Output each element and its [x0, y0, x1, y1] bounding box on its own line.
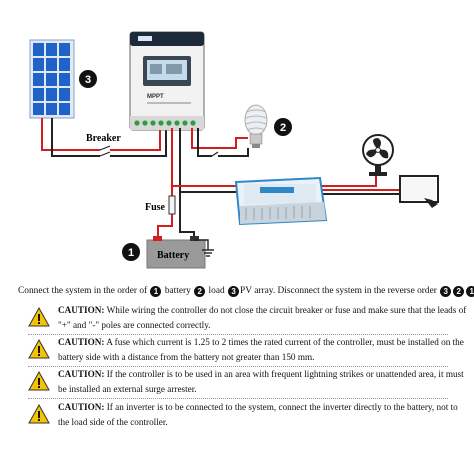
divider	[28, 366, 448, 367]
caution-title: CAUTION:	[58, 369, 105, 379]
caution-title: CAUTION:	[58, 305, 105, 315]
svg-text:2: 2	[280, 122, 286, 134]
caution-item: CAUTION: While wiring the controller do …	[28, 303, 468, 333]
warning-icon	[28, 371, 50, 391]
reverse-marker-1: 1	[466, 286, 474, 297]
inverter-wires	[172, 176, 410, 195]
divider	[28, 334, 448, 335]
caution-text: CAUTION: If an inverter is to be connect…	[58, 400, 468, 430]
caution-text: CAUTION: While wiring the controller do …	[58, 303, 468, 333]
lamp-icon	[244, 104, 268, 148]
caution-body: If an inverter is to be connected to the…	[58, 402, 458, 427]
marker-load: 2	[274, 118, 292, 136]
marker-pv-array: 3	[79, 70, 97, 88]
marker-battery: 1	[122, 243, 140, 261]
caution-body: If the controller is to be used in an ar…	[58, 369, 464, 394]
caution-title: CAUTION:	[58, 337, 105, 347]
breaker-icon	[99, 145, 111, 157]
connection-order-instructions: Connect the system in the order of 1 bat…	[18, 284, 474, 298]
instructions-part1: Connect the system in the order of	[18, 286, 148, 296]
instructions-load: load	[208, 286, 225, 296]
instructions-battery: battery	[164, 286, 191, 296]
caution-title: CAUTION:	[58, 402, 105, 412]
warning-icon	[28, 339, 50, 359]
inverter-icon	[234, 176, 328, 226]
pv-wires	[41, 118, 167, 157]
svg-text:3: 3	[85, 74, 91, 86]
ground-icon	[194, 239, 214, 257]
solar-panel-icon	[29, 39, 75, 119]
warning-icon	[28, 307, 50, 327]
instructions-pv: PV array. Disconnect the system in the r…	[240, 286, 437, 296]
caution-item: CAUTION: If the controller is to be used…	[28, 367, 468, 397]
battery-label: Battery	[157, 250, 189, 261]
marker-load-inline: 2	[194, 286, 206, 297]
svg-text:1: 1	[128, 247, 134, 259]
controller-display-text: MPPT	[147, 94, 164, 100]
fan-icon	[362, 134, 394, 176]
caution-body: While wiring the controller do not close…	[58, 305, 467, 330]
battery-wires	[157, 128, 195, 240]
reverse-marker-2: 2	[453, 286, 465, 297]
caution-text: CAUTION: If the controller is to be used…	[58, 367, 468, 397]
fuse-label: Fuse	[145, 202, 166, 213]
fuse-icon	[168, 195, 176, 215]
monitor-icon	[399, 175, 439, 208]
warning-icon	[28, 404, 50, 424]
caution-item: CAUTION: If an inverter is to be connect…	[28, 400, 468, 430]
breaker-label: Breaker	[86, 133, 121, 144]
wiring-diagram: 3 Breaker MPPT	[29, 31, 439, 269]
load-switch	[211, 151, 219, 157]
caution-text: CAUTION: A fuse which current is 1.25 to…	[58, 335, 468, 365]
divider	[28, 398, 448, 399]
marker-battery-inline: 1	[150, 286, 162, 297]
charge-controller-icon: MPPT	[129, 31, 205, 131]
load-wires	[191, 128, 249, 157]
reverse-marker-3: 3	[440, 286, 452, 297]
caution-body: A fuse which current is 1.25 to 2 times …	[58, 337, 464, 362]
marker-pv-inline: 3	[228, 286, 240, 297]
battery-icon	[146, 236, 206, 269]
caution-item: CAUTION: A fuse which current is 1.25 to…	[28, 335, 468, 365]
